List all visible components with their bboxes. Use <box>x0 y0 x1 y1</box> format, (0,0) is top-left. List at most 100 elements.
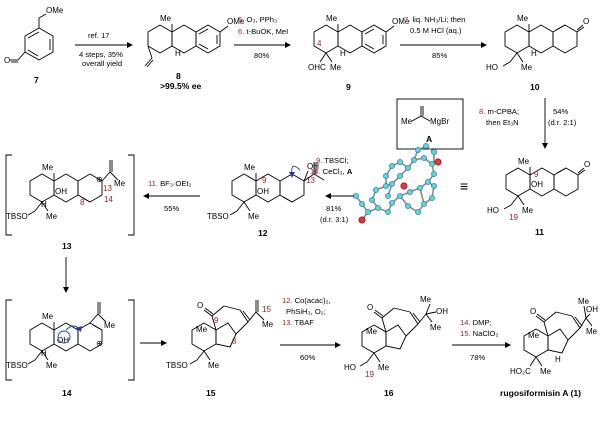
c12-position-13: 13 <box>306 176 315 185</box>
svg-text:9. TBSCl;: 9. TBSCl; <box>316 156 348 165</box>
c13-position-13: 13 <box>103 184 112 193</box>
c16-position-19: 19 <box>365 370 374 379</box>
svg-text:7. liq. NH₃/Li; then: 7. liq. NH₃/Li; then <box>404 15 465 24</box>
compound-14-bracket <box>5 299 135 381</box>
compound-13-structure: Me OH ⊕ 13 14 8 Me TBSO Me H <box>6 160 126 221</box>
step10-reagents: CeCl₃, <box>321 167 347 176</box>
svg-text:13. TBAF: 13. TBAF <box>282 318 314 327</box>
compound-13-bracket <box>5 154 135 236</box>
compound-15-label: 15 <box>206 388 216 398</box>
compound-10-label: 10 <box>530 82 540 92</box>
c13-me-label: Me <box>42 163 54 172</box>
product-close: ) <box>578 388 581 398</box>
c16-ho-label: HO <box>344 363 356 372</box>
c13-me2-label: Me <box>46 212 58 221</box>
c9-ome-label: OMe <box>392 17 410 26</box>
step6-number: 6. <box>238 27 244 36</box>
step8-number: 8. <box>479 107 485 116</box>
product-number: 1 <box>573 388 578 398</box>
step12-reagents: Co(acac)₂, <box>293 296 331 305</box>
c13-tbso-label: TBSO <box>6 212 28 221</box>
c15-ketone-o: O <box>197 301 203 310</box>
c13-position-8: 8 <box>80 198 85 207</box>
c11-ketone-o: O <box>584 160 590 169</box>
c11-ho-label: HO <box>487 206 499 215</box>
c1-h-label: H <box>555 355 561 364</box>
step1-detail: 4 steps, 35% <box>79 50 123 59</box>
c9-h-label: H <box>340 49 346 58</box>
c16-ketone-o: O <box>367 303 373 312</box>
compound-13-label: 13 <box>62 241 72 251</box>
step7-yield: 60% <box>300 353 315 362</box>
compound-15-structure: O 9 8 15 Me Me TBSO Me <box>166 300 274 370</box>
compound-9-label: 9 <box>346 82 351 92</box>
c16-me2-label: Me <box>378 363 390 372</box>
c1-oh-label: OH <box>586 305 598 314</box>
reaction-arrow-10 <box>452 342 511 348</box>
step5-reagents: O₃, PPh₃ <box>244 15 277 24</box>
c10-me-label: Me <box>517 14 529 23</box>
c16-me-label: Me <box>366 327 378 336</box>
step3-yield: 85% <box>432 51 447 60</box>
c14-oh-label: OH <box>57 336 69 345</box>
c9-me2-label: Me <box>330 63 342 72</box>
step7-reagents: liq. NH₃/Li; then <box>410 15 465 24</box>
compound-16-structure: O Me OH Me Me HO 19 Me <box>344 295 448 379</box>
compound-8-label: 8 <box>176 71 181 81</box>
step1-ref: ref. 17 <box>88 31 110 40</box>
c15-me3-label: Me <box>262 320 274 329</box>
step5-dr: (d.r. 3:1) <box>320 215 349 224</box>
reaction-arrow-9 <box>280 342 341 348</box>
c12-position-9: 9 <box>262 176 267 185</box>
c16-oh-label: OH <box>436 307 448 316</box>
c15-position-15: 15 <box>262 305 271 314</box>
c10-ketone-o: O <box>583 17 589 26</box>
step1-yield: overall yield <box>82 59 122 68</box>
svg-text:8. m-CPBA;: 8. m-CPBA; <box>479 107 519 116</box>
c11-position-19: 19 <box>509 213 518 222</box>
c11-me-label: Me <box>518 157 530 166</box>
reagent-a-box: Me MgBr A <box>396 98 464 150</box>
compound-14-structure: Me OH ⊕ Me TBSO Me H <box>6 302 116 370</box>
step12-reagents-b: PhSiH₃, O₂; <box>286 307 326 316</box>
reagent-a-label: A <box>426 134 432 144</box>
compound-14-label: 14 <box>62 388 72 398</box>
c16-me-b: Me <box>430 323 442 332</box>
step6-reagents: t-BuOK, MeI <box>244 27 288 36</box>
step13-reagents: TBAF <box>293 318 315 327</box>
c14-cation: ⊕ <box>96 339 103 348</box>
svg-text:rugosiformisin A (1): rugosiformisin A (1) <box>500 388 581 398</box>
c13-h-label: H <box>41 200 47 209</box>
c1-me2-label: Me <box>540 367 552 376</box>
c10-me2-label: Me <box>521 63 533 72</box>
c15-tbso-label: TBSO <box>166 361 188 370</box>
step11-number: 11. <box>148 179 158 188</box>
c13-oh-label: OH <box>55 187 67 196</box>
c16-me-a: Me <box>420 295 432 304</box>
c9-me-label: Me <box>326 14 338 23</box>
c15-me-label: Me <box>196 325 208 334</box>
step12-number: 12. <box>282 296 293 305</box>
c12-me-label: Me <box>244 163 256 172</box>
step7-number: 7. <box>404 15 410 24</box>
step2-yield: 80% <box>254 51 269 60</box>
svg-text:14. DMP;: 14. DMP; <box>460 318 492 327</box>
c1-co2h-label: HO₂C <box>510 367 531 376</box>
c14-h-label: H <box>41 349 47 358</box>
compound-12-label: 12 <box>258 228 268 238</box>
step8-yield: 78% <box>470 353 485 362</box>
compound-8-structure: OMe Me H <box>144 14 245 68</box>
c1-me-a: Me <box>578 297 590 306</box>
step5-yield: 81% <box>326 204 341 213</box>
reagent-a-formula: MgBr <box>430 117 449 126</box>
step4-dr: (d.r. 2:1) <box>548 118 577 127</box>
svg-text:5. O₃, PPh₃: 5. O₃, PPh₃ <box>238 15 277 24</box>
compound-11-structure: O Me OH 9 HO 19 Me <box>487 157 590 222</box>
reaction-arrow-8 <box>140 340 167 346</box>
svg-text:10. CeCl₃, A: 10. CeCl₃, A <box>310 167 353 176</box>
c1-me-label: Me <box>528 331 540 340</box>
c10-ho-label: HO <box>486 63 498 72</box>
c15-position-8: 8 <box>232 337 237 346</box>
compound-8-ee: >99.5% ee <box>160 81 202 91</box>
step14-reagents: DMP; <box>471 318 492 327</box>
